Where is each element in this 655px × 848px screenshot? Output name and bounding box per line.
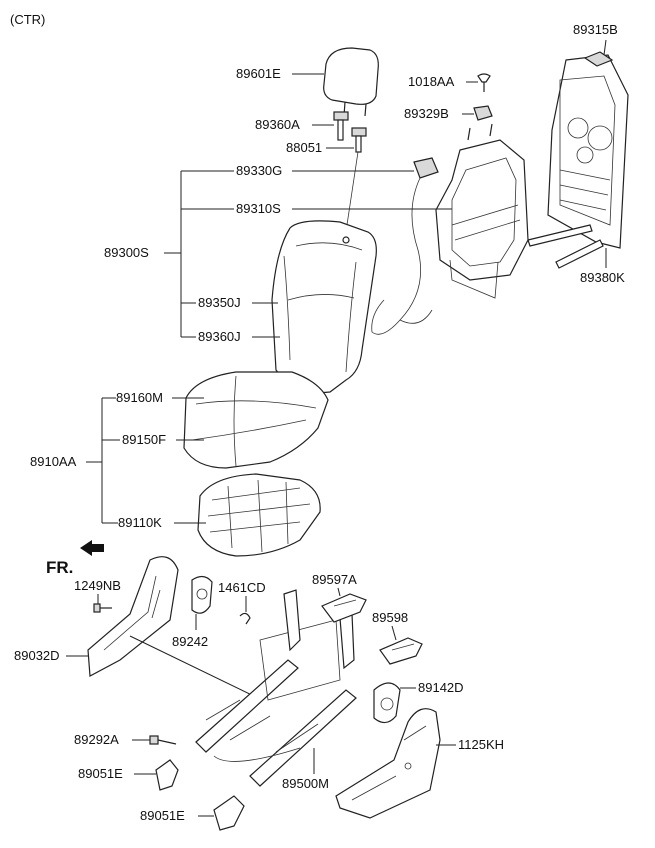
label-89051E-a: 89051E <box>78 766 123 781</box>
label-1249NB: 1249NB <box>74 578 121 593</box>
seat-track-part <box>195 589 357 787</box>
label-89051E-b: 89051E <box>140 808 185 823</box>
headrest-guide-2-part <box>344 127 367 239</box>
seatback-part <box>271 220 377 394</box>
label-89500M: 89500M <box>282 776 329 791</box>
label-89330G: 89330G <box>236 163 282 178</box>
label-89300S: 89300S <box>104 245 149 260</box>
label-89598: 89598 <box>372 610 408 625</box>
label-89597A: 89597A <box>312 572 357 587</box>
seat-cushion-part <box>183 371 329 469</box>
front-indicator: FR. <box>46 558 73 577</box>
label-89360A: 89360A <box>255 117 300 132</box>
front-arrow-icon <box>80 540 104 556</box>
back-frame-part <box>435 123 529 299</box>
label-89032D: 89032D <box>14 648 60 663</box>
label-8910AA: 8910AA <box>30 454 77 469</box>
label-89601E: 89601E <box>236 66 281 81</box>
label-89310S: 89310S <box>236 201 281 216</box>
bracket-89598-part <box>379 637 423 665</box>
track-cover-b-part <box>213 795 245 831</box>
label-89142D: 89142D <box>418 680 464 695</box>
wire-harness-part <box>371 157 439 335</box>
bolt-1125KH-part <box>149 735 177 745</box>
track-cover-a-part <box>155 759 179 791</box>
cover-89142D-part <box>373 682 401 724</box>
label-1461CD: 1461CD <box>218 580 266 595</box>
label-89160M: 89160M <box>116 390 163 405</box>
label-88051: 88051 <box>286 140 322 155</box>
label-89150F: 89150F <box>122 432 166 447</box>
label-89360J: 89360J <box>198 329 241 344</box>
label-89380K: 89380K <box>580 270 625 285</box>
label-89350J: 89350J <box>198 295 241 310</box>
bracket-part <box>473 105 493 121</box>
clip-part <box>477 73 491 92</box>
side-shield-part <box>335 708 441 819</box>
headrest-part <box>323 47 379 117</box>
bolt-1249NB-part <box>93 603 112 613</box>
back-panel-part <box>527 51 629 269</box>
label-89329B: 89329B <box>404 106 449 121</box>
label-1018AA: 1018AA <box>408 74 455 89</box>
clip-1461CD-part <box>239 612 251 625</box>
label-89242: 89242 <box>172 634 208 649</box>
bracket-89597A-part <box>321 593 367 623</box>
label-1125KH: 89292A <box>74 732 119 747</box>
cover-89242-part <box>191 575 213 614</box>
label-89292A: 1125KH <box>458 737 504 752</box>
headrest-guide-part <box>333 111 349 141</box>
label-89315B: 89315B <box>573 22 618 37</box>
cushion-frame-part <box>197 473 321 557</box>
side-cover-part <box>87 556 179 677</box>
variant-label: (CTR) <box>10 12 45 27</box>
label-89110K: 89110K <box>118 515 162 530</box>
